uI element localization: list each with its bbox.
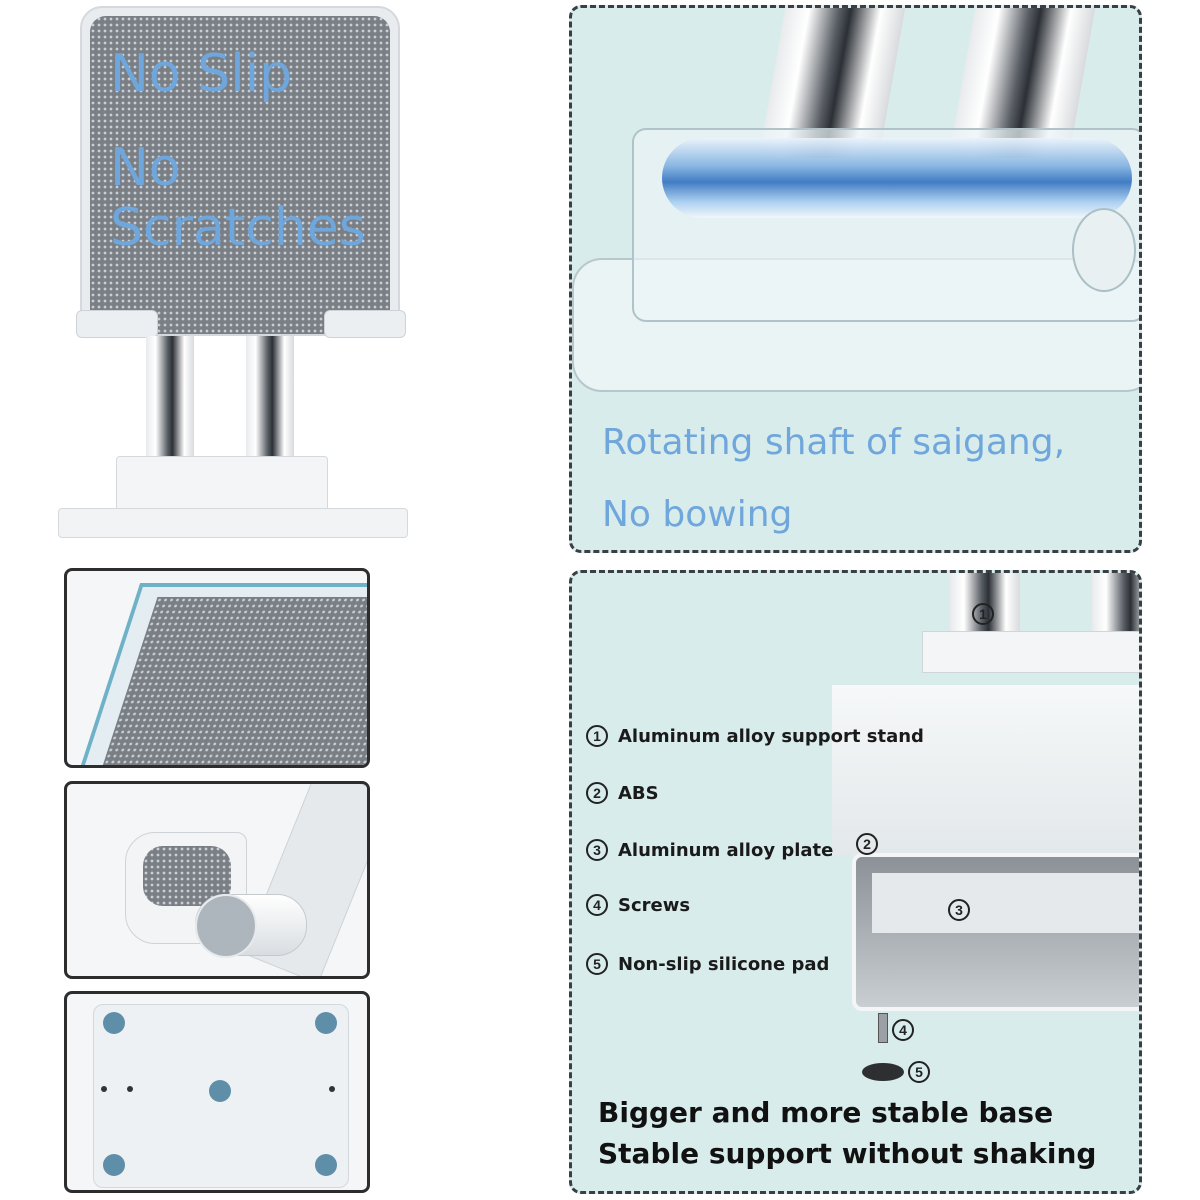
abs-cover [922, 631, 1139, 673]
legend-label: Non-slip silicone pad [618, 953, 830, 975]
legend-row-4: 4 Screws [586, 894, 690, 916]
screw [878, 1013, 888, 1043]
callout-marker-4: 4 [892, 1019, 914, 1041]
stand-base [58, 508, 408, 538]
shaft-caption-line1: Rotating shaft of saigang, [602, 422, 1066, 463]
base-hinge-block [116, 456, 328, 512]
non-slip-pad [862, 1063, 904, 1081]
legend-number: 5 [586, 953, 608, 975]
rotating-shaft [662, 138, 1132, 218]
callout-marker-5: 5 [908, 1061, 930, 1083]
plate-inner [872, 873, 1139, 933]
aluminum-leg-right [246, 336, 294, 460]
legend-number: 4 [586, 894, 608, 916]
abs-shell [832, 685, 1139, 855]
legend-row-5: 5 Non-slip silicone pad [586, 953, 829, 975]
screw-hole [329, 1086, 335, 1092]
structure-panel: 1 2 3 4 5 [569, 570, 1142, 1194]
overlay-text-no-slip: No Slip [110, 44, 293, 104]
cradle-lip-left [76, 310, 158, 338]
non-slip-mesh-pad [90, 16, 390, 334]
callout-marker-3: 3 [948, 899, 970, 921]
legend-label: Aluminum alloy plate [618, 839, 834, 861]
legend-label: ABS [618, 782, 659, 804]
legend-label: Aluminum alloy support stand [618, 725, 924, 747]
support-leg-right [1092, 573, 1139, 635]
silicone-pad [315, 1154, 337, 1176]
silicone-pad [103, 1154, 125, 1176]
thumbnail-base-underside [64, 991, 370, 1193]
phone-stand-front-view: No Slip No Scratches [40, 0, 440, 545]
cradle-lip-right [324, 310, 406, 338]
overlay-text-no-scratches: No Scratches [110, 138, 366, 258]
silicone-pad [209, 1080, 231, 1102]
silicone-pad [315, 1012, 337, 1034]
base-caption-line2: Stable support without shaking [598, 1137, 1097, 1170]
screw-hole [101, 1086, 107, 1092]
base-caption-line1: Bigger and more stable base [598, 1096, 1054, 1129]
legend-number: 2 [586, 782, 608, 804]
aluminum-leg-left [146, 336, 194, 460]
legend-number: 1 [586, 725, 608, 747]
thumbnail-corner-closeup [64, 568, 370, 768]
legend-number: 3 [586, 839, 608, 861]
callout-marker-1: 1 [972, 603, 994, 625]
shaft-end-cap [1072, 208, 1136, 292]
screw-hole [127, 1086, 133, 1092]
legend-row-3: 3 Aluminum alloy plate [586, 839, 833, 861]
rotating-shaft-panel: Rotating shaft of saigang, No bowing [569, 5, 1142, 553]
legend-row-1: 1 Aluminum alloy support stand [586, 725, 924, 747]
callout-marker-2: 2 [856, 833, 878, 855]
legend-label: Screws [618, 894, 691, 916]
hinge-cylinder-end [195, 894, 257, 958]
silicone-pad [103, 1012, 125, 1034]
shaft-caption-line2: No bowing [602, 494, 793, 535]
legend-row-2: 2 ABS [586, 782, 659, 804]
thumbnail-hinge-closeup [64, 781, 370, 979]
